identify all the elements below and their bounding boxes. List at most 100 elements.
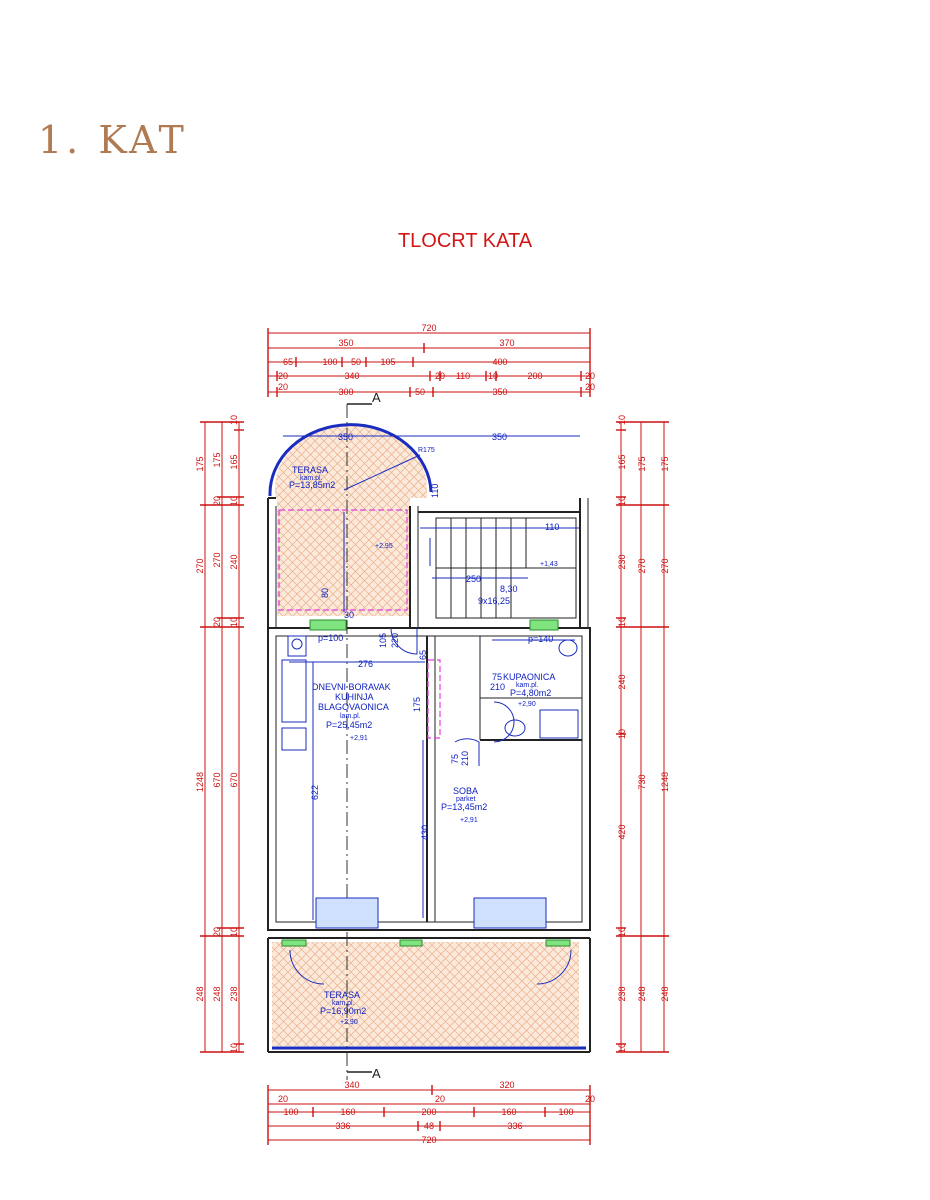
right-dimension-labels: 175 270 1248 248 175 270 730 248 10 165 … [617,415,670,1053]
dim-label: 165 [617,454,627,469]
room-terrace-bottom: TERASA kam.pl. P=16,90m2 +2,90 [320,990,366,1026]
svg-text:350: 350 [338,432,353,442]
dim-label: 100 [322,357,337,367]
dim-label: 110 [456,371,470,381]
dim-label: 20 [212,927,222,937]
svg-text:P=13,45m2: P=13,45m2 [441,802,487,812]
top-dimensions [267,328,591,397]
svg-text:350: 350 [492,432,507,442]
dim-label: 10 [229,1043,239,1053]
dim-label: 10 [617,415,627,425]
dim-label: 230 [617,554,627,569]
svg-text:65: 65 [418,650,428,660]
svg-text:+2,95: +2,95 [375,543,393,550]
svg-text:+2,90: +2,90 [340,1019,358,1026]
svg-text:250: 250 [466,574,481,584]
bottom-dimensions [267,1085,591,1145]
page-heading: 1. KAT [38,118,188,162]
interior-dimension-labels: 350 R175 350 110 250 276 622 430 p=100 p… [310,432,559,840]
stairs-labels: 8,30 9x16,25 [478,584,518,606]
right-dimensions [616,421,669,1053]
dim-label: 340 [344,1080,359,1090]
dim-label: 20 [435,371,445,381]
walls [267,497,591,1053]
svg-text:P=13,85m2: P=13,85m2 [289,480,335,490]
dim-label: 20 [212,496,222,506]
svg-text:430: 430 [420,825,430,840]
dashed-guides [278,404,441,1080]
dim-label: 20 [278,382,288,392]
dim-label: 248 [195,986,205,1001]
svg-text:R175: R175 [418,447,435,454]
dim-label: 270 [195,558,205,573]
room-living: DNEVNI BORAVAK KUHINJA BLAGOVAONICA lam.… [312,682,391,742]
dim-label: 248 [637,986,647,1001]
dim-label: 720 [421,323,436,333]
dim-label: 20 [585,1094,595,1104]
svg-text:kam.pl.: kam.pl. [332,1000,355,1007]
dim-label: 50 [351,357,361,367]
svg-text:110: 110 [430,484,440,498]
dim-label: 270 [660,558,670,573]
svg-text:+1,43: +1,43 [540,561,558,568]
dim-label: 670 [229,772,239,787]
svg-text:kam.pl.: kam.pl. [300,475,323,482]
svg-text:+2,91: +2,91 [460,817,478,824]
dim-label: 10 [617,729,627,739]
dim-label: 100 [558,1107,573,1117]
blue-annotations [281,435,580,985]
svg-text:DNEVNI BORAVAK: DNEVNI BORAVAK [312,682,391,692]
svg-text:kam.pl.: kam.pl. [516,682,539,689]
room-bathroom: KUPAONICA kam.pl. P=4,80m2 +2,90 [503,672,555,708]
dim-label: 20 [585,371,595,381]
svg-text:8,30: 8,30 [500,584,518,594]
dim-label: 175 [212,452,222,467]
svg-text:P=4,80m2: P=4,80m2 [510,688,551,698]
glazing [281,619,571,947]
dim-label: 160 [501,1107,516,1117]
dim-label: 65 [283,357,293,367]
svg-text:P=16,90m2: P=16,90m2 [320,1006,366,1016]
dim-label: 20 [278,371,288,381]
dim-label: 320 [499,1080,514,1090]
svg-text:+2,90: +2,90 [518,701,536,708]
section-line-marks [347,403,372,1073]
dim-label: 165 [229,454,239,469]
dim-label: 248 [660,986,670,1001]
svg-text:105: 105 [378,633,388,648]
dim-label: 10 [229,496,239,506]
dim-label: 50 [415,387,425,397]
dim-label: 10 [229,927,239,937]
top-dimension-labels: 720 350 370 65 100 50 105 400 20 340 20 … [278,323,595,397]
dim-label: 1248 [195,772,205,792]
svg-text:276: 276 [358,659,373,669]
room-terrace-top: TERASA kam.pl. P=13,85m2 +2,95 [289,465,393,550]
dim-label: 200 [527,371,542,381]
dim-label: 20 [435,1094,445,1104]
svg-text:622: 622 [310,785,320,800]
terrace-bottom-area [272,942,579,1046]
section-mark-bottom: A [372,1066,381,1081]
dim-label: 336 [335,1121,350,1131]
svg-text:TERASA: TERASA [324,990,360,1000]
dim-label: 200 [421,1107,436,1117]
svg-text:P=25,45m2: P=25,45m2 [326,720,372,730]
dim-label: 420 [617,824,627,839]
svg-text:p=140: p=140 [528,634,553,644]
dim-label: 175 [195,456,205,471]
dim-label: 336 [507,1121,522,1131]
dim-label: 10 [229,617,239,627]
svg-text:SOBA: SOBA [453,786,478,796]
dim-label: 300 [338,387,353,397]
dim-label: 48 [424,1121,434,1131]
svg-text:BLAGOVAONICA: BLAGOVAONICA [318,702,389,712]
svg-text:p=100: p=100 [318,633,343,643]
svg-text:TERASA: TERASA [292,465,328,475]
dim-label: 240 [617,674,627,689]
dim-label: 350 [338,338,353,348]
plan-title: TLOCRT KATA [397,230,533,252]
svg-text:175: 175 [412,697,422,712]
dim-label: 100 [283,1107,298,1117]
dim-label: 270 [637,558,647,573]
